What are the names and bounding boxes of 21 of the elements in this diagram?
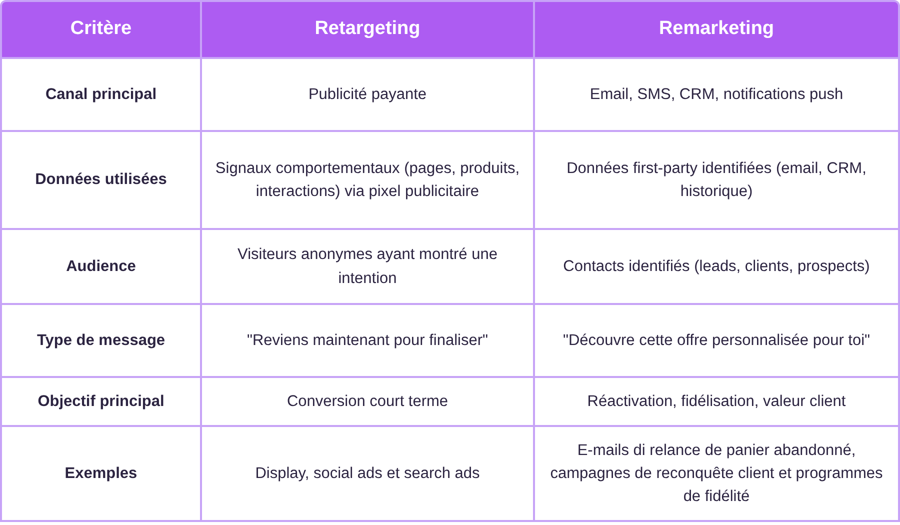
- table-cell: Conversion court terme: [202, 378, 533, 425]
- table-cell: Signaux comportementaux (pages, produits, interactions) via pixel publicitaire: [202, 132, 533, 228]
- column-header: Critère: [2, 2, 200, 57]
- table-cell: Contacts identifiés (leads, clients, prospects): [535, 230, 898, 303]
- table-cell: E-mails di relance de panier abandonné, campagnes de reconquête client et programmes de fidélité: [535, 427, 898, 520]
- row-header: Audience: [2, 230, 200, 303]
- table-cell: Données first-party identifiées (email, CRM, historique): [535, 132, 898, 228]
- table-cell: Réactivation, fidélisation, valeur client: [535, 378, 898, 425]
- column-header: Remarketing: [535, 2, 898, 57]
- table-cell: Publicité payante: [202, 59, 533, 130]
- row-header: Objectif principal: [2, 378, 200, 425]
- table-cell: Visiteurs anonymes ayant montré une intention: [202, 230, 533, 303]
- row-header: Exemples: [2, 427, 200, 520]
- row-header: Données utilisées: [2, 132, 200, 228]
- row-header: Canal principal: [2, 59, 200, 130]
- table-cell: "Découvre cette offre personnalisée pour toi": [535, 305, 898, 376]
- column-header: Retargeting: [202, 2, 533, 57]
- table-cell: Display, social ads et search ads: [202, 427, 533, 520]
- row-header: Type de message: [2, 305, 200, 376]
- table-cell: Email, SMS, CRM, notifications push: [535, 59, 898, 130]
- table-cell: "Reviens maintenant pour finaliser": [202, 305, 533, 376]
